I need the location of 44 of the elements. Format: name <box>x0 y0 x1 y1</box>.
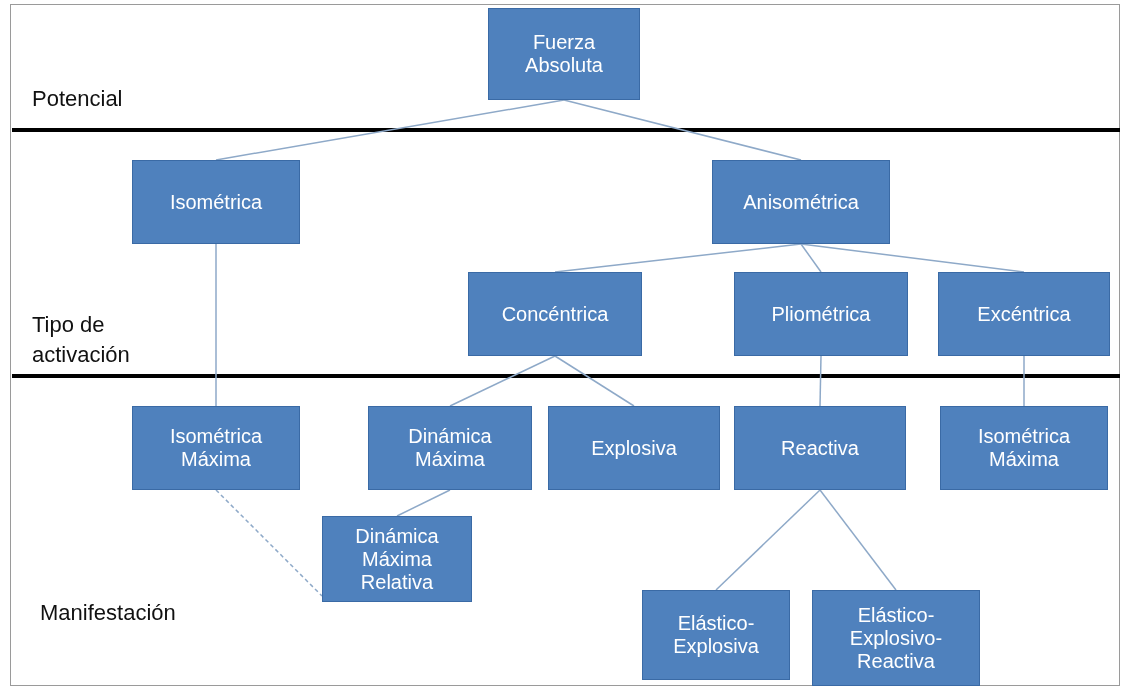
box-text: Fuerza Absoluta <box>524 31 604 77</box>
box-text: Isométrica Máxima <box>976 425 1072 471</box>
connector-line <box>1023 355 1025 407</box>
process-box <box>940 406 1108 490</box>
box-text: Isométrica <box>169 190 263 214</box>
process-box <box>322 516 472 602</box>
process-box <box>938 272 1110 356</box>
connector-line <box>215 243 217 407</box>
box-text: Explosiva <box>591 436 677 460</box>
level-label: Tipo de activación <box>32 311 131 369</box>
connector-line <box>800 243 822 273</box>
process-box <box>734 272 908 356</box>
connector-line <box>449 355 556 407</box>
connector-line <box>563 99 802 161</box>
box-text: Excéntrica <box>977 302 1071 326</box>
box-text: Reactiva <box>781 436 859 460</box>
level-label: Manifestación <box>40 599 177 627</box>
box-text: Elástico- Explosiva <box>672 612 760 658</box>
connector-line <box>215 99 565 161</box>
box-text: Pliométrica <box>771 302 871 326</box>
process-box <box>132 160 300 244</box>
box-text: Anisométrica <box>743 190 859 214</box>
connector-line <box>396 489 451 517</box>
process-box <box>488 8 640 100</box>
box-text: Dinámica Máxima Relativa <box>354 524 440 594</box>
process-box <box>642 590 790 680</box>
connector-line <box>800 243 1025 273</box>
connector-line <box>819 489 897 591</box>
connector-line <box>819 355 822 407</box>
process-box <box>132 406 300 490</box>
box-text: Concéntrica <box>501 302 609 326</box>
connector-line <box>715 489 821 591</box>
box-text: Elástico- Explosivo- Reactiva <box>848 603 944 673</box>
process-box <box>468 272 642 356</box>
process-box <box>548 406 720 490</box>
process-box <box>812 590 980 686</box>
connector-line <box>554 355 635 407</box>
box-text: Isométrica Máxima <box>168 425 264 471</box>
dashed-connector <box>215 489 323 597</box>
process-box <box>712 160 890 244</box>
box-text: Dinámica Máxima <box>407 425 493 471</box>
level-label: Potencial <box>32 85 124 113</box>
process-box <box>368 406 532 490</box>
process-box <box>734 406 906 490</box>
